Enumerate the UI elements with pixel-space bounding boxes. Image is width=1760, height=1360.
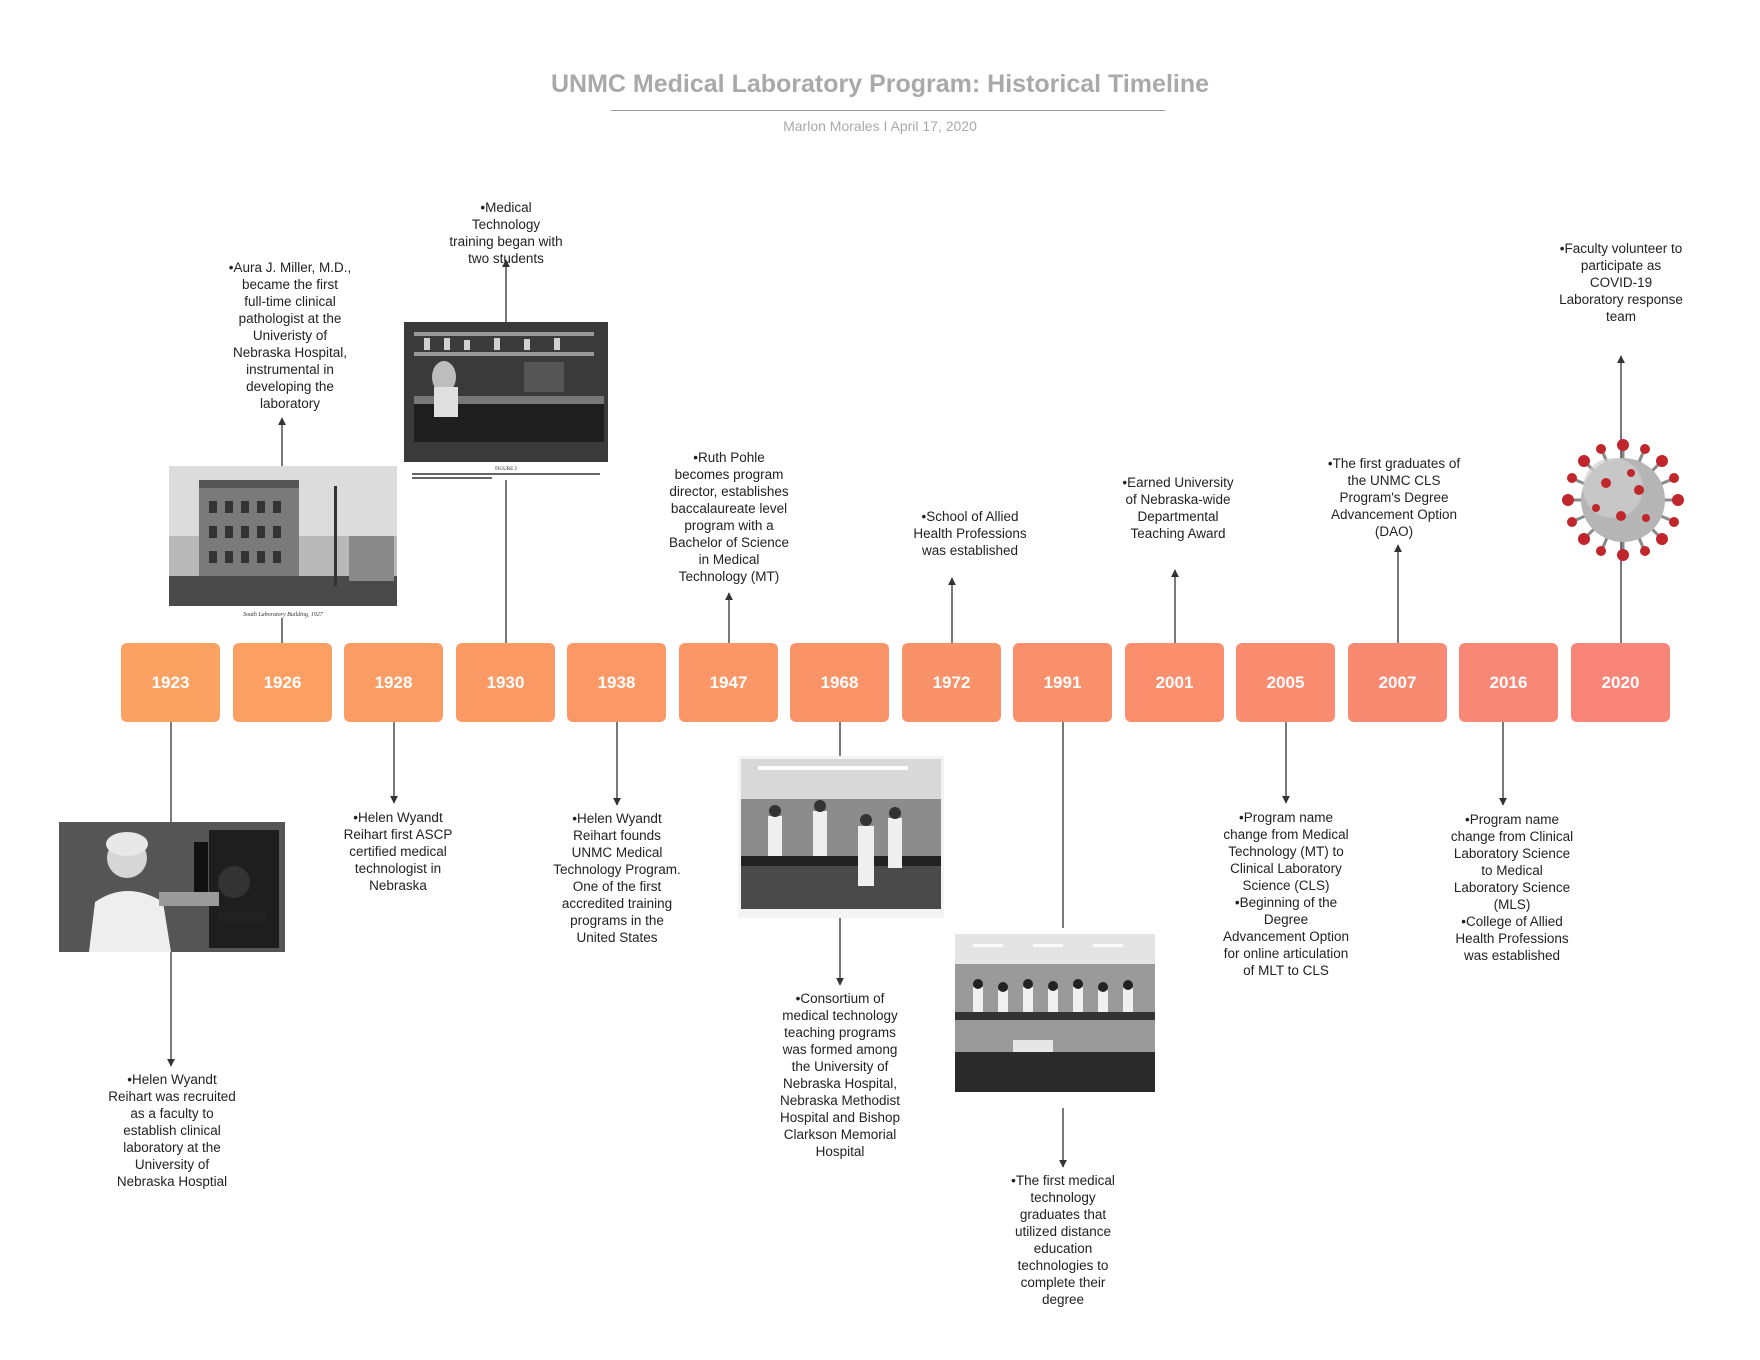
lab1930-caption: FIGURE 2: [495, 467, 517, 472]
photo-1968-lab: [738, 756, 944, 918]
year-box-2007: 2007: [1348, 643, 1447, 722]
year-box-2020: 2020: [1571, 643, 1670, 722]
event-text-1968: •Consortium of medical technology teachi…: [779, 991, 901, 1159]
event-text-1947: •Ruth Pohle becomes program director, es…: [668, 450, 790, 584]
event-text-2020: •Faculty volunteer to participate as COV…: [1559, 241, 1683, 324]
year-box-1926: 1926: [233, 643, 332, 722]
title-underline: [611, 110, 1165, 111]
event-text-2001: •Earned University of Nebraska-wide Depa…: [1122, 475, 1234, 541]
event-text-1991: •The first medical technology graduates …: [1011, 1173, 1115, 1307]
page-title: UNMC Medical Laboratory Program: Histori…: [550, 70, 1210, 98]
event-text-1938: •Helen Wyandt Reihart founds UNMC Medica…: [553, 811, 681, 945]
event-text-2007: •The first graduates of the UNMC CLS Pro…: [1327, 456, 1461, 539]
event-text-1928: •Helen Wyandt Reihart first ASCP certifi…: [343, 810, 453, 893]
year-box-1930: 1930: [456, 643, 555, 722]
year-box-1947: 1947: [679, 643, 778, 722]
event-text-1930: •Medical Technology training began with …: [449, 200, 563, 266]
year-box-1923: 1923: [121, 643, 220, 722]
year-box-2016: 2016: [1459, 643, 1558, 722]
year-box-2001: 2001: [1125, 643, 1224, 722]
event-text-2016: •Program name change from Clinical Labor…: [1450, 812, 1574, 963]
photo-1926-building: South Laboratory Building, 1927: [169, 466, 397, 618]
photo-1930-lab: FIGURE 2: [404, 322, 608, 480]
page-subtitle: Marlon Morales I April 17, 2020: [783, 118, 977, 134]
photo-2020-coronavirus: [1561, 438, 1685, 562]
year-box-1972: 1972: [902, 643, 1001, 722]
header: UNMC Medical Laboratory Program: Histori…: [0, 70, 1760, 134]
year-box-1991: 1991: [1013, 643, 1112, 722]
year-box-1968: 1968: [790, 643, 889, 722]
event-text-2005: •Program name change from Medical Techno…: [1222, 810, 1350, 978]
year-box-1938: 1938: [567, 643, 666, 722]
event-text-1926: •Aura J. Miller, M.D., became the first …: [228, 260, 352, 411]
virus-icon: [1562, 439, 1684, 561]
building-caption: South Laboratory Building, 1927: [243, 612, 324, 618]
event-text-1972: •School of Allied Health Professions was…: [913, 509, 1027, 558]
photo-1991-classroom: [953, 932, 1157, 1094]
year-box-1928: 1928: [344, 643, 443, 722]
photo-1923-portrait: [59, 822, 285, 952]
event-text-1923: •Helen Wyandt Reihart was recruited as a…: [108, 1072, 236, 1189]
year-box-2005: 2005: [1236, 643, 1335, 722]
